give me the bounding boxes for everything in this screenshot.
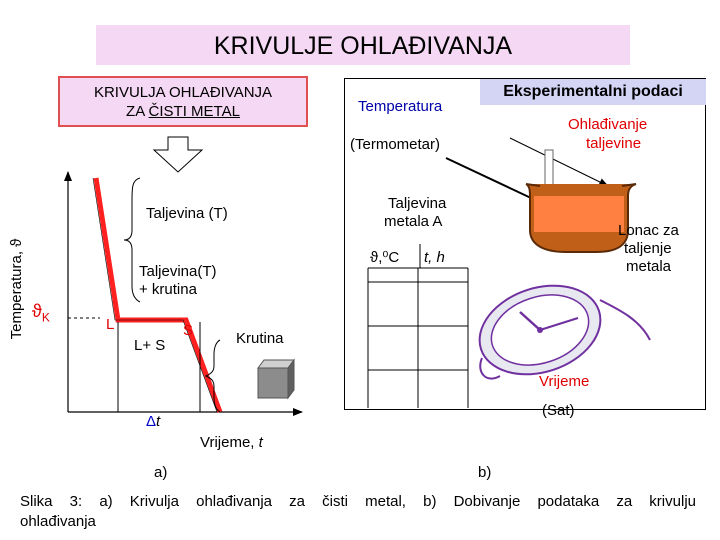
termometar-label: (Termometar) (350, 136, 441, 153)
delta-t-var: t (156, 413, 161, 430)
liquid-label: Taljevina (T) (146, 205, 228, 222)
crucible-label-line2: taljenje (624, 240, 672, 257)
panel-a-label: a) (154, 464, 168, 481)
molten-label-line1: Taljevina (388, 195, 447, 212)
figure-caption-line2: ohlađivanja (20, 513, 96, 530)
theta-symbol: ϑ (32, 301, 42, 321)
sat-label: (Sat) (542, 402, 575, 419)
temperatura-label: Temperatura (358, 98, 443, 115)
subtitle-line2: ZA ČISTI METAL (60, 102, 306, 121)
subtitle-underlined: ČISTI METAL (148, 103, 240, 120)
vrijeme-label: Vrijeme (539, 373, 590, 390)
y-axis-label: Temperatura, ϑ (8, 238, 25, 340)
mix-label-line2: + krutina (139, 281, 197, 298)
cooling-label-line1: Ohlađivanje (568, 116, 648, 133)
x-axis-label: Vrijeme, t (200, 434, 263, 452)
subtitle-box: KRIVULJA OHLAĐIVANJA ZA ČISTI METAL (58, 76, 308, 127)
page-title: KRIVULJE OHLAĐIVANJA (213, 32, 513, 60)
table-col-time: t, h (424, 249, 445, 266)
cooling-pointer (509, 137, 609, 187)
molten-metal (534, 196, 624, 232)
ls-label: L+ S (134, 337, 166, 354)
crucible-rim (525, 183, 637, 187)
clock-icon (478, 284, 651, 380)
brace-solid (204, 339, 221, 413)
solid-label: Krutina (236, 330, 284, 347)
cooling-label-line2: taljevine (586, 135, 642, 152)
table-col-temp: ϑ,⁰C (370, 249, 400, 266)
delta-symbol: Δ (146, 413, 157, 430)
delta-t-label: Δt (146, 413, 160, 431)
x-axis-var: t (258, 434, 263, 451)
theta-k-subscript: K (41, 310, 50, 325)
crucible-label-line3: metala (626, 258, 672, 275)
mix-label-line1: Taljevina(T) (139, 263, 217, 280)
l-label: L (106, 316, 115, 333)
brace-liquid (123, 177, 141, 303)
s-label: S (183, 322, 194, 339)
solid-cube-front (257, 367, 289, 399)
solid-cube-side (287, 358, 295, 400)
crucible-label-line1: Lonac za (618, 222, 679, 239)
subtitle-line1: KRIVULJA OHLAĐIVANJA (93, 84, 273, 101)
down-arrow-icon (152, 136, 204, 173)
title-background (96, 25, 630, 65)
figure-caption-line1: Slika 3: a) Krivulja ohlađivanja za čist… (20, 493, 696, 510)
subtitle-prefix: ZA (126, 103, 149, 120)
panel-b-label: b) (478, 464, 492, 481)
experiment-frame (344, 78, 706, 410)
x-axis-prefix: Vrijeme, (200, 434, 259, 451)
data-table (367, 267, 469, 408)
experiment-header: Eksperimentalni podaci (480, 79, 706, 105)
theta-k-label: ϑK (32, 302, 50, 327)
molten-label-line2: metala A (384, 213, 443, 230)
